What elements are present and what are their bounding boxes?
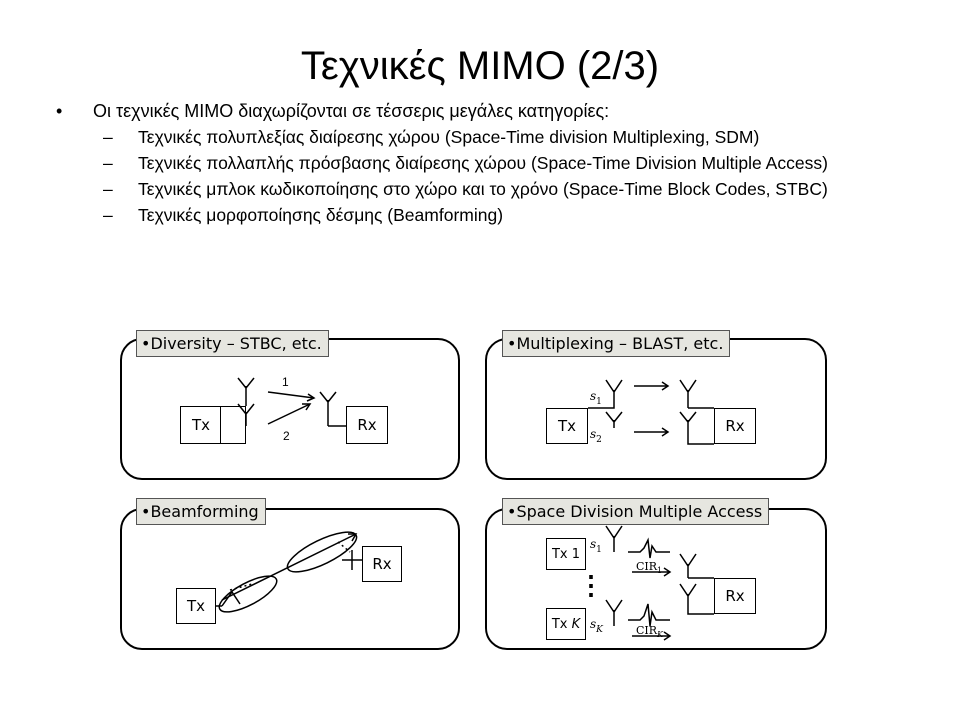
- beam-lobe-rx: [286, 531, 358, 573]
- beamforming-panel: [120, 508, 460, 650]
- diversity-tx-box-2: [220, 406, 246, 444]
- beamforming-rx-box: Rx: [362, 546, 402, 582]
- sub-bullet-text: Τεχνικές μπλοκ κωδικοποίησης στο χώρο κα…: [138, 179, 828, 199]
- dash-mark: –: [103, 179, 113, 199]
- beamforming-label: •Beamforming: [136, 498, 266, 525]
- beam-arrow: [221, 533, 357, 601]
- diversity-label: •Diversity – STBC, etc.: [136, 330, 329, 357]
- multiplexing-rx-box: Rx: [714, 408, 756, 444]
- rx-text: Rx: [725, 417, 745, 435]
- antenna-icon: [679, 411, 714, 445]
- rx-text: Rx: [372, 555, 392, 573]
- multiplexing-tx-box: Tx: [546, 408, 588, 444]
- arrow-icon: [634, 427, 670, 437]
- diversity-rx-box: Rx: [346, 406, 388, 444]
- antenna-icon: [605, 599, 623, 626]
- bullet-list: • Οι τεχνικές ΜΙΜΟ διαχωρίζονται σε τέσσ…: [56, 100, 916, 226]
- dash-mark: –: [103, 127, 113, 147]
- dash-mark: –: [103, 153, 113, 173]
- sub-bullet-text: Τεχνικές μορφοποίησης δέσμης (Beamformin…: [138, 205, 504, 225]
- rx-text: Rx: [725, 587, 745, 605]
- s2-label: s2: [590, 427, 602, 445]
- sdma-sk-label: sK: [590, 617, 604, 635]
- txk-text: Tx K: [551, 616, 581, 632]
- arrow-path-2: [267, 403, 311, 425]
- beamforming-tx-box: Tx: [176, 588, 216, 624]
- multiplexing-label: •Multiplexing – BLAST, etc.: [502, 330, 731, 357]
- intro-text: Οι τεχνικές ΜΙΜΟ διαχωρίζονται σε τέσσερ…: [93, 101, 610, 121]
- sdma-label: •Space Division Multiple Access: [502, 498, 770, 525]
- sdma-tx1-box: Tx 1: [546, 538, 586, 570]
- cirk-label: CIRK: [636, 624, 664, 639]
- sub-bullet-text: Τεχνικές πολλαπλής πρόσβασης διαίρεσης χ…: [138, 153, 828, 173]
- s1-label: s1: [590, 389, 602, 407]
- antenna-icon: [605, 525, 623, 552]
- antenna-icon: [605, 411, 623, 428]
- arrow-icon: [632, 631, 672, 641]
- sub-bullet-text: Τεχνικές πολυπλεξίας διαίρεσης χώρου (Sp…: [138, 127, 760, 147]
- arrow-icon: [632, 567, 672, 577]
- cir1-label: CIR1: [636, 560, 662, 575]
- main-bullet: • Οι τεχνικές ΜΙΜΟ διαχωρίζονται σε τέσσ…: [56, 100, 916, 122]
- sdma-txk-box: Tx K: [546, 608, 586, 640]
- antenna-icon: [319, 391, 346, 427]
- sub-bullet-sdm: – Τεχνικές πολυπλεξίας διαίρεσης χώρου (…: [56, 127, 916, 148]
- antenna-icon: [588, 379, 623, 409]
- rx-text: Rx: [357, 416, 377, 434]
- sdma-ellipsis: ⋮: [578, 570, 604, 600]
- tx-text: Tx: [191, 416, 211, 434]
- diversity-panel: [120, 338, 460, 480]
- arrow-icon: [634, 381, 670, 391]
- sub-bullet-beamforming: – Τεχνικές μορφοποίησης δέσμης (Beamform…: [56, 205, 916, 226]
- tx-text: Tx: [557, 417, 577, 435]
- sub-bullet-sdma: – Τεχνικές πολλαπλής πρόσβασης διαίρεσης…: [56, 153, 916, 174]
- sdma-rx-box: Rx: [714, 578, 756, 614]
- path-2-label: 2: [283, 429, 290, 443]
- antenna-icon: [679, 553, 714, 579]
- tx1-text: Tx 1: [551, 546, 581, 562]
- antenna-icon: [679, 379, 714, 409]
- antenna-icon: [237, 377, 255, 406]
- beam-lobe-tx: [218, 575, 278, 613]
- diversity-tx-box: Tx: [180, 406, 222, 444]
- sdma-s1-label: s1: [590, 537, 602, 555]
- cirk-waveform: [628, 603, 670, 627]
- dash-mark: –: [103, 205, 113, 225]
- sub-bullet-stbc: – Τεχνικές μπλοκ κωδικοποίησης στο χώρο …: [56, 179, 916, 200]
- tx-text: Tx: [186, 597, 206, 615]
- path-1-label: 1: [282, 375, 289, 389]
- cir1-waveform: [628, 537, 670, 559]
- arrow-path-1: [267, 391, 315, 399]
- antenna-icon: [237, 403, 255, 426]
- bullet-mark: •: [56, 101, 63, 121]
- antenna-icon: [679, 583, 714, 615]
- slide-title: Τεχνικές ΜΙΜΟ (2/3): [300, 44, 660, 88]
- multiplexing-panel: [485, 338, 827, 480]
